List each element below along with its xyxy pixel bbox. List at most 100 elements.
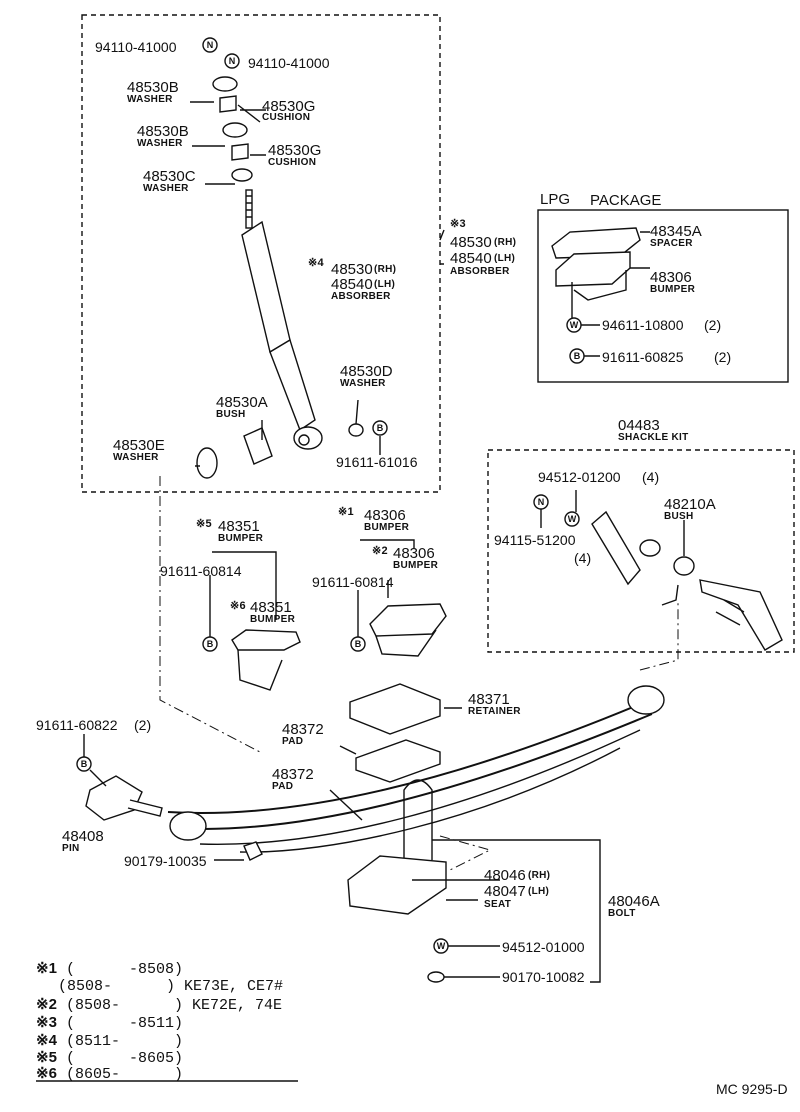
suffix-rh-in: (RH) bbox=[374, 264, 397, 275]
label-48046-rh: 48046 bbox=[484, 867, 526, 884]
sub-washer-e: WASHER bbox=[113, 452, 159, 463]
package-title: PACKAGE bbox=[590, 192, 662, 209]
lpg-package-box bbox=[537, 209, 789, 383]
label-48530g-a: 48530G bbox=[262, 98, 316, 115]
nut-symbol-2 bbox=[224, 53, 240, 69]
label-48210a: 48210A bbox=[664, 496, 716, 513]
suffix-lh-seat: (LH) bbox=[528, 886, 550, 897]
qty-94611-10800: (2) bbox=[704, 317, 722, 333]
label-48530-rh-out: 48530 bbox=[450, 234, 492, 251]
shackle-washer-symbol bbox=[564, 511, 580, 527]
bumper-48351 bbox=[231, 629, 301, 651]
label-94512-01200: 94512-01200 bbox=[538, 469, 621, 485]
label-94512-01000: 94512-01000 bbox=[502, 939, 585, 955]
lpg-title: LPG bbox=[540, 191, 571, 208]
sub-retainer: RETAINER bbox=[468, 706, 521, 717]
bolt-symbol-616 bbox=[372, 420, 388, 436]
sub-bush-shackle: BUSH bbox=[664, 511, 694, 522]
qty-94115-51200: (4) bbox=[574, 550, 592, 566]
label-48351-b: 48351 bbox=[250, 599, 292, 616]
mark-1: ※1 bbox=[338, 506, 354, 518]
sub-bolt: BOLT bbox=[608, 908, 636, 919]
label-48530g-b: 48530G bbox=[268, 142, 322, 159]
washer-48530e bbox=[196, 447, 218, 479]
suffix-rh-seat: (RH) bbox=[528, 870, 551, 881]
label-91611-60814-b: 91611-60814 bbox=[312, 574, 394, 590]
label-48306-lpg: 48306 bbox=[650, 269, 692, 286]
sub-bumper-306a: BUMPER bbox=[364, 522, 410, 533]
sub-pin: PIN bbox=[62, 843, 80, 854]
footnote-2: ※2 (8508- ) KE72E, 74E bbox=[36, 996, 282, 1014]
spring-seat bbox=[347, 855, 447, 915]
footnote-1: ※1 ( -8508) bbox=[36, 960, 183, 978]
label-94611-10800: 94611-10800 bbox=[602, 317, 684, 333]
nut-symbol-1 bbox=[202, 37, 218, 53]
mark-6: ※6 bbox=[230, 600, 246, 612]
label-48530e: 48530E bbox=[113, 437, 165, 454]
label-48408: 48408 bbox=[62, 828, 104, 845]
label-48540-lh-in: 48540 bbox=[331, 276, 373, 293]
footnote-3: ※3 ( -8511) bbox=[36, 1014, 183, 1032]
nut-symbol-text-1: N bbox=[207, 40, 214, 50]
qty-91611-60825: (2) bbox=[714, 349, 732, 365]
bolt-symbol-text-616: B bbox=[377, 423, 384, 433]
shackle-kit-box bbox=[487, 449, 795, 653]
pad-48372-top bbox=[355, 739, 441, 783]
label-91611-60825: 91611-60825 bbox=[602, 349, 684, 365]
sub-washer-b: WASHER bbox=[137, 138, 183, 149]
mark-2: ※2 bbox=[372, 545, 388, 557]
bolt-symbol-text-822: B bbox=[81, 759, 88, 769]
retainer-48371 bbox=[349, 683, 441, 735]
sub-washer-d: WASHER bbox=[340, 378, 386, 389]
lpg-spacer bbox=[551, 227, 641, 259]
label-48046a: 48046A bbox=[608, 893, 660, 910]
sub-shackle-kit: SHACKLE KIT bbox=[618, 432, 689, 443]
sub-cushion-b: CUSHION bbox=[268, 157, 317, 168]
footnote-4: ※4 (8511- ) bbox=[36, 1032, 183, 1050]
sub-absorber-out: ABSORBER bbox=[450, 266, 510, 277]
mark-3-out: ※3 bbox=[450, 218, 466, 230]
label-94110-41000-b: 94110-41000 bbox=[248, 55, 330, 71]
sub-cushion-a: CUSHION bbox=[262, 112, 311, 123]
label-91611-61016: 91611-61016 bbox=[336, 454, 418, 470]
label-48530b-b: 48530B bbox=[137, 123, 189, 140]
washer-symbol-text-sk: W bbox=[568, 514, 577, 524]
qty-91611-60822: (2) bbox=[134, 717, 152, 733]
sub-bumper-351b: BUMPER bbox=[250, 614, 296, 625]
shackle-plate-left bbox=[591, 510, 641, 586]
nut-90179 bbox=[243, 841, 263, 861]
label-48306-a: 48306 bbox=[364, 507, 406, 524]
label-90170-10082: 90170-10082 bbox=[502, 969, 585, 985]
washer-48530b-mid bbox=[222, 122, 248, 138]
shackle-plate-right bbox=[699, 579, 783, 651]
label-94115-51200: 94115-51200 bbox=[494, 532, 576, 548]
mark-4-in: ※4 bbox=[308, 257, 324, 269]
suffix-rh-out: (RH) bbox=[494, 237, 517, 248]
bolt-symbol-text-lpg: B bbox=[574, 351, 581, 361]
sub-seat: SEAT bbox=[484, 899, 512, 910]
qty-94512-01200: (4) bbox=[642, 469, 660, 485]
sub-bush-a: BUSH bbox=[216, 409, 246, 420]
sub-bumper-lpg: BUMPER bbox=[650, 284, 696, 295]
label-48530-rh-in: 48530 bbox=[331, 261, 373, 278]
mark-5: ※5 bbox=[196, 518, 212, 530]
label-48530a: 48530A bbox=[216, 394, 268, 411]
u-bolt bbox=[403, 779, 433, 860]
sub-washer-c: WASHER bbox=[143, 183, 189, 194]
suffix-lh-out: (LH) bbox=[494, 253, 516, 264]
label-48530c: 48530C bbox=[143, 168, 196, 185]
washer-48530d bbox=[348, 423, 364, 437]
label-48371: 48371 bbox=[468, 691, 510, 708]
nut-symbol-text-2: N bbox=[229, 56, 236, 66]
sub-bumper-351a: BUMPER bbox=[218, 533, 264, 544]
footnote-6: ※6 (8605- ) bbox=[36, 1065, 183, 1083]
label-91611-60822: 91611-60822 bbox=[36, 717, 118, 733]
label-48530d: 48530D bbox=[340, 363, 393, 380]
sub-washer-a: WASHER bbox=[127, 94, 173, 105]
diagram-code: MC 9295-D bbox=[716, 1081, 788, 1097]
shackle-bush-48210a bbox=[673, 556, 695, 576]
label-48351-a: 48351 bbox=[218, 518, 260, 535]
absorber-group-box bbox=[81, 14, 441, 493]
sub-bumper-306b: BUMPER bbox=[393, 560, 439, 571]
sub-pad-b: PAD bbox=[272, 781, 294, 792]
